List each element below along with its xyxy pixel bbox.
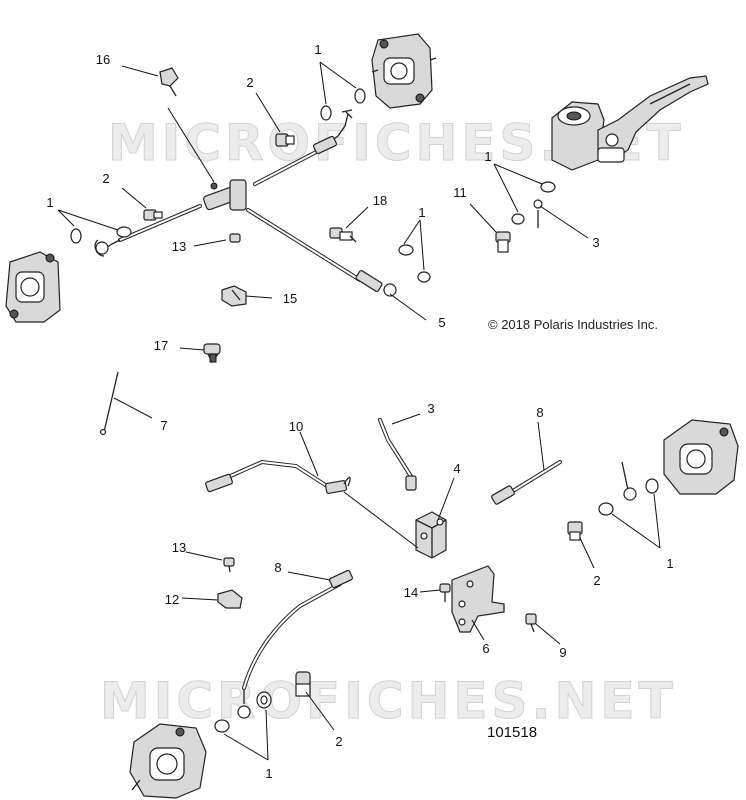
fasteners-top	[143, 67, 543, 364]
callout-10: 10	[289, 419, 303, 434]
fasteners-bottom-right	[567, 478, 659, 541]
callout-1: 1	[314, 42, 321, 57]
callout-1: 1	[484, 149, 491, 164]
callout-2: 2	[102, 171, 109, 186]
callout-labels: 16 1 2 2 1 18 1 1 11 3 13 15 5 17 7 10 3…	[46, 42, 673, 781]
callout-16: 16	[96, 52, 110, 67]
callout-12: 12	[165, 592, 179, 607]
caliper-bottom-right	[621, 419, 739, 501]
callout-11: 11	[453, 185, 467, 200]
master-cylinder-lever	[551, 75, 709, 171]
callout-2: 2	[335, 734, 342, 749]
hose-3-bottom	[378, 418, 417, 491]
washers-top	[70, 88, 556, 283]
callout-18: 18	[373, 193, 387, 208]
caliper-top-right	[371, 33, 437, 109]
callout-14: 14	[404, 585, 418, 600]
callout-2: 2	[593, 573, 600, 588]
callout-3: 3	[592, 235, 599, 250]
callout-3: 3	[427, 401, 434, 416]
callout-1: 1	[265, 766, 272, 781]
hose-8-bottom	[214, 569, 354, 733]
callout-8: 8	[536, 405, 543, 420]
callout-7: 7	[160, 418, 167, 433]
hose-10	[205, 459, 351, 494]
callout-1: 1	[666, 556, 673, 571]
document-number: 101518	[487, 724, 537, 741]
callout-4: 4	[453, 461, 460, 476]
callout-17: 17	[154, 338, 168, 353]
valve-block-4	[415, 511, 447, 559]
callout-13: 13	[172, 239, 186, 254]
callout-2: 2	[246, 75, 253, 90]
callout-1: 1	[418, 205, 425, 220]
copyright-notice: © 2018 Polaris Industries Inc.	[488, 317, 658, 332]
fasteners-bottom-left	[217, 557, 243, 609]
callout-8: 8	[274, 560, 281, 575]
callout-5: 5	[438, 315, 445, 330]
fasteners-bottom-middle	[439, 583, 537, 633]
watermark-bottom: MICROFICHES.NET	[100, 672, 677, 730]
caliper-bottom-left	[129, 723, 207, 799]
callout-6: 6	[482, 641, 489, 656]
callout-13: 13	[172, 540, 186, 555]
leader-lines	[57, 61, 661, 761]
callout-15: 15	[283, 291, 297, 306]
caliper-top-left	[5, 251, 61, 323]
brake-tee-hoses	[94, 109, 397, 297]
callout-1: 1	[46, 195, 53, 210]
bracket-6	[451, 565, 505, 633]
callout-9: 9	[559, 645, 566, 660]
part-rod-7	[99, 371, 119, 436]
hose-8-right	[491, 460, 562, 505]
